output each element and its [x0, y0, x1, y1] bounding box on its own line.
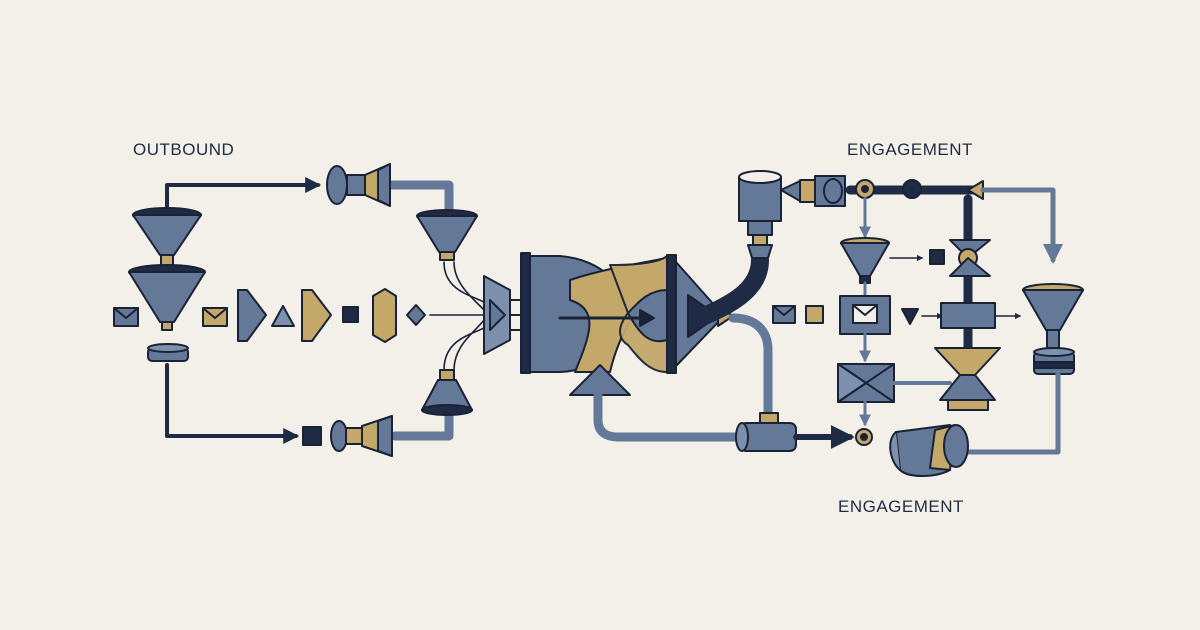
arrow-icon — [301, 289, 332, 342]
label-engagement-bottom: ENGAGEMENT — [838, 497, 964, 516]
arrow-icon — [237, 289, 267, 342]
connector-arrow-bottom — [165, 363, 300, 444]
pipe-icon — [728, 313, 773, 423]
valve-icon — [940, 302, 996, 329]
connector-arrow-top — [165, 177, 322, 214]
hub-processor — [520, 252, 734, 374]
funnel-icon — [128, 264, 206, 331]
hexagon-icon — [372, 288, 397, 343]
valve-icon — [837, 363, 895, 403]
hourglass-icon — [949, 239, 991, 277]
envelope-icon — [113, 307, 139, 327]
cylinder-icon — [738, 170, 782, 259]
pipe-icon — [962, 371, 1061, 455]
cylinder-icon — [889, 424, 969, 477]
label-engagement-top: ENGAGEMENT — [847, 140, 973, 159]
pipe-icon — [691, 251, 769, 327]
valve-icon — [855, 428, 873, 446]
disk-icon — [147, 343, 189, 362]
envelope-icon — [839, 295, 891, 335]
diamond-icon — [406, 304, 426, 326]
funnel-icon — [421, 369, 473, 416]
valve-icon — [902, 179, 922, 199]
hub-inlet — [483, 275, 523, 355]
label-outbound: OUTBOUND — [133, 140, 235, 159]
square-icon — [302, 426, 322, 446]
pipe-icon — [700, 260, 760, 318]
funnel-icon — [1022, 283, 1084, 349]
square-icon — [342, 306, 359, 323]
envelope-icon — [202, 307, 228, 327]
funnel-icon — [132, 207, 202, 272]
triangle-icon — [901, 308, 919, 325]
square-icon — [929, 249, 945, 265]
megaphone-icon — [326, 163, 454, 220]
triangle-icon — [271, 305, 295, 327]
square-icon — [805, 305, 824, 324]
funnel-icon — [416, 209, 478, 261]
hourglass-icon — [934, 347, 1001, 411]
megaphone-icon — [302, 405, 454, 457]
funnel-icon — [840, 237, 890, 284]
disk-icon — [1033, 347, 1075, 375]
pipe-icon — [593, 390, 743, 442]
valve-icon — [780, 175, 846, 207]
envelope-icon — [772, 305, 796, 324]
cylinder-icon — [735, 412, 855, 452]
